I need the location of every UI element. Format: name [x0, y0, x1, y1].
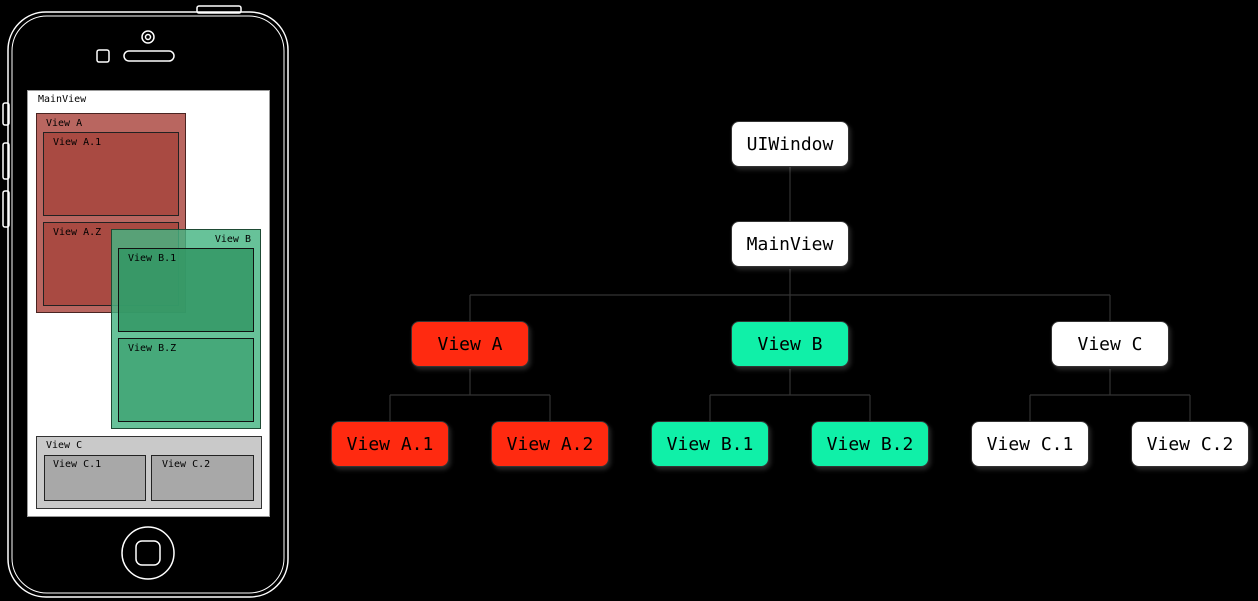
screen-view-a1-label: View A.1: [53, 137, 102, 148]
screen-view-a1: View A.1: [43, 132, 179, 216]
tree-node-view-c1: View C.1: [971, 421, 1089, 467]
screen-view-b2: View B.Z: [118, 338, 254, 422]
tree-node-view-a2: View A.2: [491, 421, 609, 467]
tree-node-view-b: View B: [731, 321, 849, 367]
tree-node-view-c2: View C.2: [1131, 421, 1249, 467]
mainview-label: MainView: [38, 94, 87, 105]
screen-view-a2-label: View A.Z: [53, 227, 102, 238]
screen-view-a-label: View A: [46, 118, 83, 129]
tree-node-mainview: MainView: [731, 221, 849, 267]
tree-node-view-a: View A: [411, 321, 529, 367]
screen-view-c-label: View C: [46, 440, 83, 451]
screen-view-c1-label: View C.1: [53, 459, 102, 470]
screen-view-c1: View C.1: [44, 455, 146, 501]
screen-view-b1: View B.1: [118, 248, 254, 332]
phone-outline: [2, 5, 289, 598]
screen-view-c2-label: View C.2: [162, 459, 211, 470]
screen-view-b-label: View B: [214, 234, 251, 245]
screen-view-c2: View C.2: [151, 455, 254, 501]
tree-node-view-b1: View B.1: [651, 421, 769, 467]
tree-node-view-a1: View A.1: [331, 421, 449, 467]
tree-node-view-b2: View B.2: [811, 421, 929, 467]
screen-view-b1-label: View B.1: [128, 253, 177, 264]
tree-node-uiwindow: UIWindow: [731, 121, 849, 167]
tree-node-view-c: View C: [1051, 321, 1169, 367]
screen-view-b2-label: View B.Z: [128, 343, 177, 354]
